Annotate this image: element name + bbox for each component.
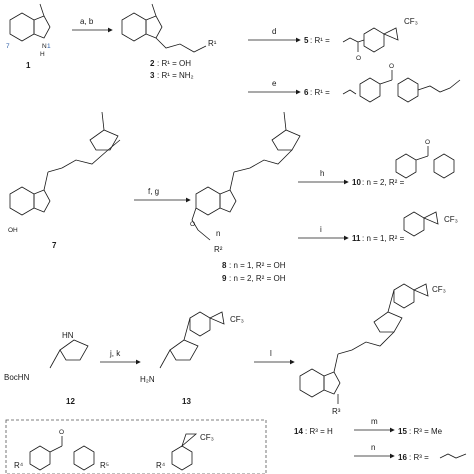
amide-o-atom: O <box>356 55 361 62</box>
compound-10-label: 10 <box>352 178 361 187</box>
compound-12-bochn: BocHN <box>4 373 30 382</box>
arrow-m-label: m <box>371 417 378 426</box>
compound-6-desc: : R¹ = <box>310 88 330 97</box>
benzophenone-alkyne-fragment: O <box>342 63 461 103</box>
legend-r4-diazirine: R⁴ <box>156 461 166 470</box>
cf3-label-13: CF₃ <box>230 315 244 324</box>
compound-13-label: 13 <box>182 397 191 406</box>
compound-2-desc: : R¹ = OH <box>157 59 191 68</box>
legend-ketone-o: O <box>59 429 64 436</box>
compound-8-desc: : n = 1, R² = OH <box>229 261 286 270</box>
arrow-i-label: i <box>320 225 322 234</box>
arrow-n-label: n <box>371 443 375 452</box>
cf3-label-11: CF₃ <box>444 215 458 224</box>
compound-6-label: 6 <box>304 88 309 97</box>
arrow-e-label: e <box>272 79 277 88</box>
compound-11-label: 11 <box>352 234 361 243</box>
compound-12-label: 12 <box>66 397 75 406</box>
ether-o-atom: O <box>190 221 195 228</box>
compound-9-desc: : n = 2, R² = OH <box>229 274 286 283</box>
compound-12-hn: HN <box>62 331 74 340</box>
r3-substituent: R³ <box>332 407 341 416</box>
compound-7-label: 7 <box>52 241 57 250</box>
compound-5-label: 5 <box>304 36 309 45</box>
compound-15-desc: : R³ = Me <box>409 427 443 436</box>
compound-16-desc: : R³ = <box>409 453 429 462</box>
benzophenone-o-atom: O <box>425 139 430 146</box>
legend-r4: R⁴ <box>14 461 24 470</box>
compound-5-desc: : R¹ = <box>310 36 330 45</box>
r2-substituent: R² <box>214 245 223 254</box>
compound-3-label: 3 <box>150 71 155 80</box>
compound-10-desc: : n = 2, R² = <box>362 178 405 187</box>
compound-14-structure: CF₃ R³ <box>299 283 446 416</box>
nh-h-atom: H <box>40 51 45 58</box>
arrow-l-label: l <box>270 349 272 358</box>
arrow-fg-label: f, g <box>148 187 159 196</box>
legend-cf3: CF₃ <box>200 433 214 442</box>
benzophenone-benzyl-fragment: O <box>395 139 455 179</box>
compound-13-structure: CF₃ H₂N <box>140 311 244 384</box>
cf3-label-5: CF₃ <box>404 17 418 26</box>
nh-n-atom: N <box>42 43 47 50</box>
compound-14-label: 14 <box>294 427 303 436</box>
diazirine-benzamide-fragment: O CF₃ <box>342 17 418 62</box>
compound-1-label: 1 <box>26 61 31 70</box>
compound-15-label: 15 <box>398 427 407 436</box>
propargyl-fragment <box>439 453 467 459</box>
compound-8-9-structure: O n R² <box>190 111 301 254</box>
compound-16-label: 16 <box>398 453 407 462</box>
r1-substituent: R¹ <box>208 39 217 48</box>
arrow-jk-label: j, k <box>109 349 121 358</box>
arrow-d-label: d <box>272 27 276 36</box>
ketone-o-atom: O <box>389 63 394 70</box>
compound-11-desc: : n = 1, R² = <box>362 234 405 243</box>
compound-9-label: 9 <box>222 274 227 283</box>
legend-r5: R⁵ <box>100 461 109 470</box>
compound-3-desc: : R¹ = NH₂ <box>157 71 194 80</box>
compound-7-structure: OH <box>8 111 121 234</box>
cf3-label-14: CF₃ <box>432 285 446 294</box>
chain-n-label: n <box>216 229 220 238</box>
compound-8-label: 8 <box>222 261 227 270</box>
position-1-label: 1 <box>47 43 51 50</box>
compound-12-structure: HN BocHN <box>4 331 89 382</box>
legend-diazirine: CF₃ R⁴ <box>156 433 214 471</box>
compound-2-3-structure: R¹ <box>121 3 217 53</box>
compound-1-structure: 7 N 1 H <box>6 3 51 58</box>
arrow-ab-label: a, b <box>80 17 94 26</box>
diazirine-benzyl-fragment: CF₃ <box>403 211 458 237</box>
legend-benzophenone: O R⁴ R⁵ <box>14 429 109 471</box>
position-7-label: 7 <box>6 43 10 50</box>
compound-14-desc: : R³ = H <box>305 427 333 436</box>
arrow-h-label: h <box>320 169 324 178</box>
compound-2-label: 2 <box>150 59 155 68</box>
legend-box <box>5 419 267 474</box>
compound-7-oh: OH <box>8 227 18 234</box>
compound-13-h2n: H₂N <box>140 375 155 384</box>
